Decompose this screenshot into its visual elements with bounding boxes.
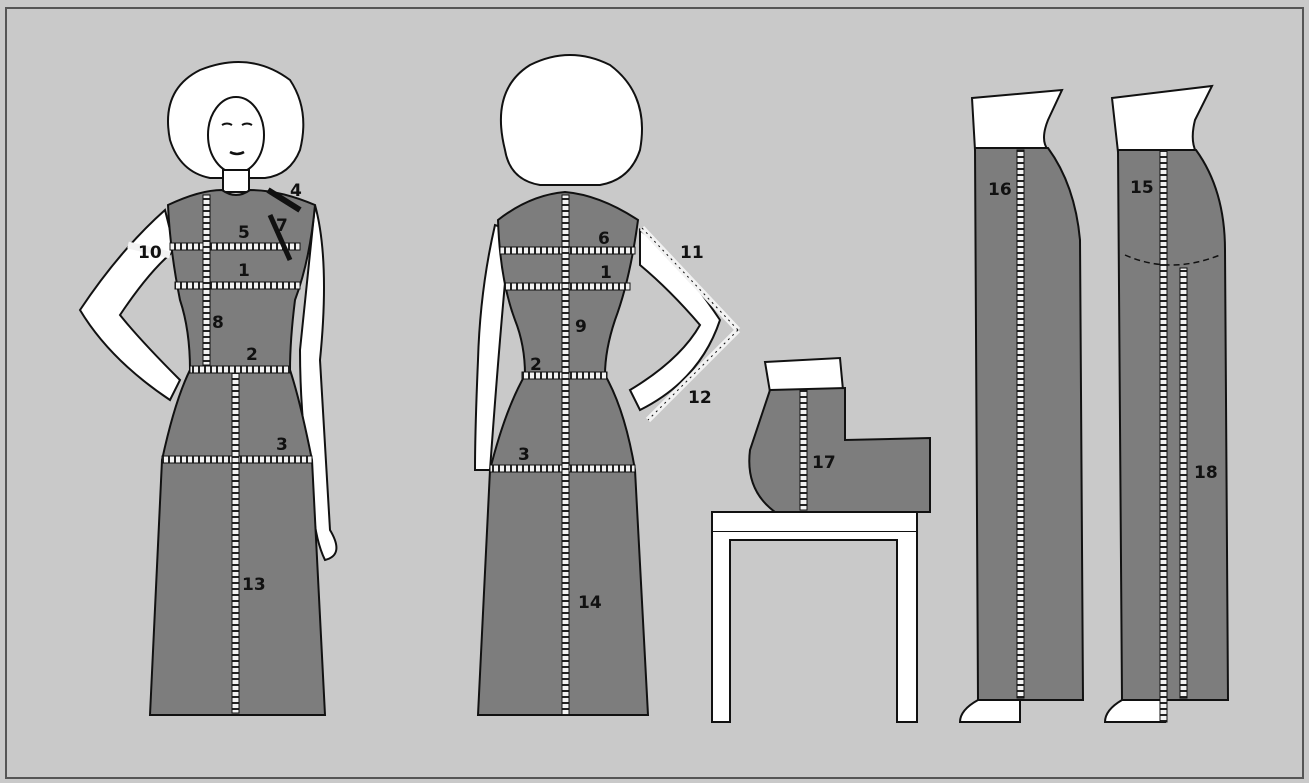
label-6: 6 xyxy=(598,229,610,249)
label-14: 14 xyxy=(578,593,602,613)
label-2-front: 2 xyxy=(246,345,258,365)
back-hair xyxy=(501,55,642,185)
back-right-arm xyxy=(630,230,720,410)
label-1-back: 1 xyxy=(600,263,612,283)
label-16: 16 xyxy=(988,180,1012,200)
seated-trousers xyxy=(749,388,930,512)
tape-outseam xyxy=(1160,150,1167,722)
trouser-front-figure: 15 18 xyxy=(1105,86,1228,722)
side-foot xyxy=(960,700,1020,722)
front-left-arm xyxy=(80,210,180,400)
back-view-figure: 6 1 11 9 2 12 3 14 xyxy=(475,55,738,715)
label-3-front: 3 xyxy=(276,435,288,455)
tape-front-waist xyxy=(190,366,290,373)
label-9: 9 xyxy=(575,317,587,337)
tape-front-length xyxy=(232,373,239,713)
tape-back-length xyxy=(562,195,569,715)
front-face xyxy=(208,97,264,173)
label-15: 15 xyxy=(1130,178,1154,198)
trouser-side-figure: 16 xyxy=(960,90,1083,722)
tape-front-shoulder-to-waist xyxy=(203,195,210,365)
label-3-back: 3 xyxy=(518,445,530,465)
front-foot xyxy=(1105,700,1165,722)
front-trousers xyxy=(1118,150,1228,700)
tape-crotch-depth xyxy=(800,390,807,510)
label-11: 11 xyxy=(680,243,704,263)
label-13: 13 xyxy=(242,575,266,595)
front-torso-skin xyxy=(1112,86,1212,152)
tape-front-underbust xyxy=(175,282,300,289)
label-4: 4 xyxy=(290,181,302,201)
label-17: 17 xyxy=(812,453,836,473)
seated-view-figure: 17 xyxy=(712,358,930,722)
stool-legs xyxy=(712,532,917,722)
side-trousers xyxy=(975,148,1083,700)
label-7: 7 xyxy=(276,216,288,236)
tape-inseam xyxy=(1180,268,1187,698)
tape-side-length xyxy=(1017,150,1024,698)
label-1-front: 1 xyxy=(238,261,250,281)
stool-top xyxy=(712,512,917,532)
seated-torso-skin xyxy=(765,358,843,392)
label-2-back: 2 xyxy=(530,355,542,375)
label-10: 10 xyxy=(138,243,162,263)
label-8: 8 xyxy=(212,313,224,333)
label-18: 18 xyxy=(1194,463,1218,483)
side-torso-skin xyxy=(972,90,1062,150)
label-5: 5 xyxy=(238,223,250,243)
front-view-figure: 4 7 5 1 10 8 2 3 13 xyxy=(80,62,336,715)
label-12: 12 xyxy=(688,388,712,408)
